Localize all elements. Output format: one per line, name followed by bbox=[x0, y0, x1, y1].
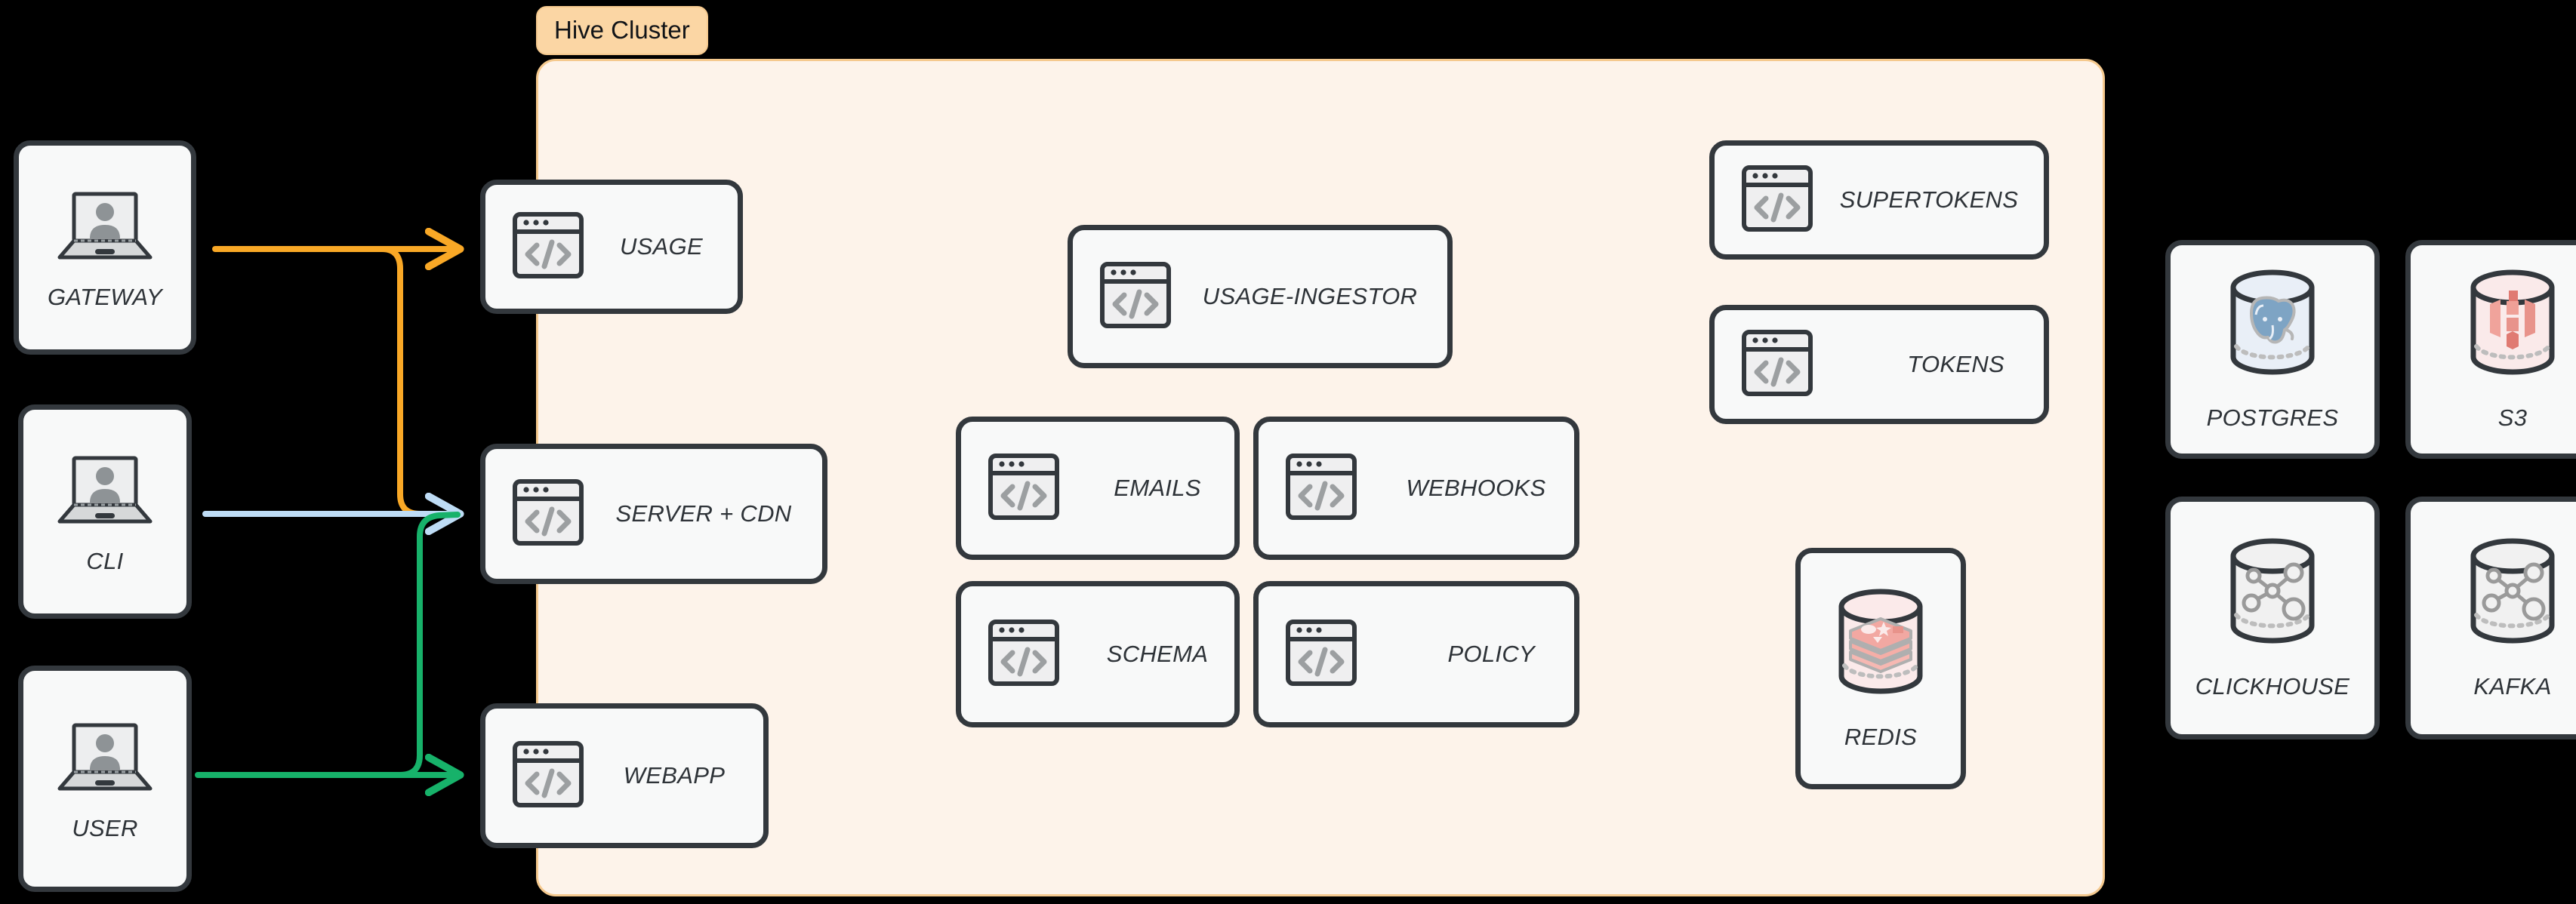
service-label-server-cdn: SERVER + CDN bbox=[615, 500, 792, 527]
code-window-icon bbox=[1284, 452, 1358, 525]
laptop-user-icon bbox=[52, 716, 158, 804]
service-label-tokens: TOKENS bbox=[1907, 351, 2004, 377]
service-card-usage-ingestor[interactable]: USAGE-INGESTOR bbox=[1068, 225, 1453, 368]
laptop-user-icon bbox=[52, 449, 158, 537]
service-card-supertokens[interactable]: SUPERTOKENS bbox=[1709, 140, 2049, 260]
code-window-icon bbox=[1740, 164, 1814, 237]
service-label-webapp: WEBAPP bbox=[623, 762, 726, 789]
hive-cluster-badge: Hive Cluster bbox=[536, 6, 708, 55]
store-label-s3: S3 bbox=[2497, 404, 2528, 431]
service-card-policy[interactable]: POLICY bbox=[1253, 581, 1579, 727]
client-label-gateway: GATEWAY bbox=[48, 283, 162, 310]
code-window-icon bbox=[1284, 618, 1358, 691]
client-card-gateway[interactable]: GATEWAY bbox=[14, 140, 196, 355]
service-card-webapp[interactable]: WEBAPP bbox=[480, 703, 769, 848]
network-cylinder-icon bbox=[2220, 537, 2325, 653]
service-label-webhooks: WEBHOOKS bbox=[1406, 475, 1546, 501]
laptop-user-icon bbox=[52, 185, 158, 273]
store-card-postgres[interactable]: POSTGRES bbox=[2165, 240, 2380, 459]
service-label-schema: SCHEMA bbox=[1106, 641, 1209, 667]
wire-gateway-to-server-cdn bbox=[379, 246, 456, 517]
code-window-icon bbox=[511, 211, 585, 284]
service-card-server-cdn[interactable]: SERVER + CDN bbox=[480, 444, 827, 584]
service-label-usage: USAGE bbox=[619, 233, 704, 260]
service-card-schema[interactable]: SCHEMA bbox=[956, 581, 1240, 727]
store-label-kafka: KAFKA bbox=[2473, 672, 2552, 700]
code-window-icon bbox=[511, 478, 585, 551]
code-window-icon bbox=[1740, 328, 1814, 401]
store-card-kafka[interactable]: KAFKA bbox=[2405, 497, 2576, 739]
client-label-user: USER bbox=[72, 814, 138, 841]
service-label-emails: EMAILS bbox=[1114, 475, 1201, 501]
store-card-clickhouse[interactable]: CLICKHOUSE bbox=[2165, 497, 2380, 739]
redis-cylinder-icon bbox=[1828, 587, 1934, 704]
code-window-icon bbox=[987, 452, 1061, 525]
service-card-emails[interactable]: EMAILS bbox=[956, 417, 1240, 560]
client-card-cli[interactable]: CLI bbox=[18, 404, 192, 619]
network-cylinder-icon bbox=[2460, 537, 2565, 653]
store-label-redis: REDIS bbox=[1844, 723, 1918, 750]
store-label-clickhouse: CLICKHOUSE bbox=[2195, 672, 2350, 700]
client-card-user[interactable]: USER bbox=[18, 666, 192, 892]
code-window-icon bbox=[987, 618, 1061, 691]
postgres-cylinder-icon bbox=[2220, 268, 2325, 385]
service-label-usage-ingestor: USAGE-INGESTOR bbox=[1202, 283, 1418, 309]
store-card-s3[interactable]: S3 bbox=[2405, 240, 2576, 459]
store-card-redis[interactable]: REDIS bbox=[1795, 548, 1966, 789]
code-window-icon bbox=[511, 739, 585, 813]
service-card-tokens[interactable]: TOKENS bbox=[1709, 305, 2049, 424]
client-label-cli: CLI bbox=[86, 547, 124, 574]
service-label-supertokens: SUPERTOKENS bbox=[1839, 186, 2019, 213]
service-card-usage[interactable]: USAGE bbox=[480, 180, 743, 314]
store-label-postgres: POSTGRES bbox=[2206, 404, 2339, 431]
wire-user-to-server-cdn bbox=[397, 512, 461, 778]
service-card-webhooks[interactable]: WEBHOOKS bbox=[1253, 417, 1579, 560]
service-label-policy: POLICY bbox=[1447, 641, 1535, 667]
s3-cylinder-icon bbox=[2460, 268, 2565, 385]
code-window-icon bbox=[1098, 260, 1172, 334]
